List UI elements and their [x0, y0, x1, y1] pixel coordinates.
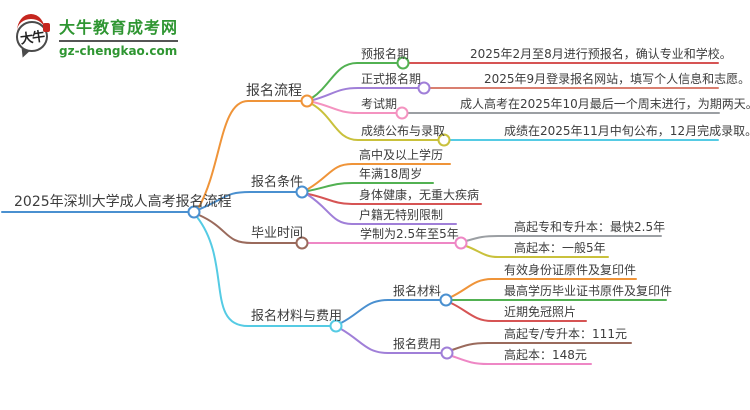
node-study-duration-label: 学制为2.5年至5年 [360, 227, 459, 241]
branch-conditions-connectors [307, 163, 482, 225]
branch-conditions-label: 报名条件 [251, 175, 304, 190]
leaf-pre-registration-detail: 2025年2月至8月进行预报名，确认专业和学校。 [470, 47, 732, 61]
leaf-fee-bachelor: 高起本：148元 [504, 348, 587, 362]
logo-bubble-icon: 大牛 [14, 14, 52, 58]
root-connector [1, 100, 331, 327]
node-ports [187, 56, 468, 360]
logo-site-domain: gz-chengkao.com [59, 44, 178, 58]
leaf-duration-college-upgrade: 高起专和专升本：最快2.5年 [514, 220, 666, 234]
logo-mark-text: 大牛 [19, 29, 46, 48]
leaf-diploma: 最高学历毕业证书原件及复印件 [504, 284, 673, 298]
node-exam-period-label: 考试期 [361, 97, 398, 111]
leaf-results-admission-detail: 成绩在2025年11月中旬公布，12月完成录取。 [504, 124, 750, 138]
node-results-admission-label: 成绩公布与录取 [361, 124, 446, 138]
node-official-registration-label: 正式报名期 [361, 72, 422, 86]
leaf-duration-bachelor: 高起本：一般5年 [514, 241, 606, 255]
branch-materials-fees-connectors [340, 278, 667, 365]
branch-graduation-connectors [307, 235, 662, 258]
branch-process-label: 报名流程 [246, 83, 302, 99]
leaf-exam-period-detail: 成人高考在2025年10月最后一个周末进行，为期两天。 [460, 97, 750, 111]
leaf-health-requirement: 身体健康，无重大疾病 [359, 188, 480, 202]
node-pre-registration-label: 预报名期 [361, 47, 410, 61]
node-fees-label: 报名费用 [393, 337, 442, 351]
leaf-age-requirement: 年满18周岁 [359, 167, 423, 181]
leaf-residency-requirement: 户籍无特别限制 [359, 208, 444, 222]
branch-materials-fees-label: 报名材料与费用 [251, 309, 343, 324]
leaf-official-registration-detail: 2025年9月登录报名网站，填写个人信息和志愿。 [484, 72, 750, 86]
site-logo: 大牛 大牛教育成考网 gz-chengkao.com [14, 14, 179, 58]
leaf-education-requirement: 高中及以上学历 [359, 148, 444, 162]
logo-site-name: 大牛教育成考网 [59, 14, 179, 42]
logo-arc-icon [17, 14, 45, 31]
node-materials-label: 报名材料 [393, 284, 442, 298]
branch-graduation-label: 毕业时间 [251, 226, 304, 241]
leaf-id-card: 有效身份证原件及复印件 [504, 263, 637, 277]
logo-seal-icon [43, 23, 50, 32]
leaf-fee-college-upgrade: 高起专/专升本：111元 [504, 327, 627, 341]
root-node-label: 2025年深圳大学成人高考报名流程 [14, 194, 232, 210]
leaf-photo: 近期免冠照片 [504, 305, 577, 319]
branch-process-connectors [311, 62, 720, 141]
